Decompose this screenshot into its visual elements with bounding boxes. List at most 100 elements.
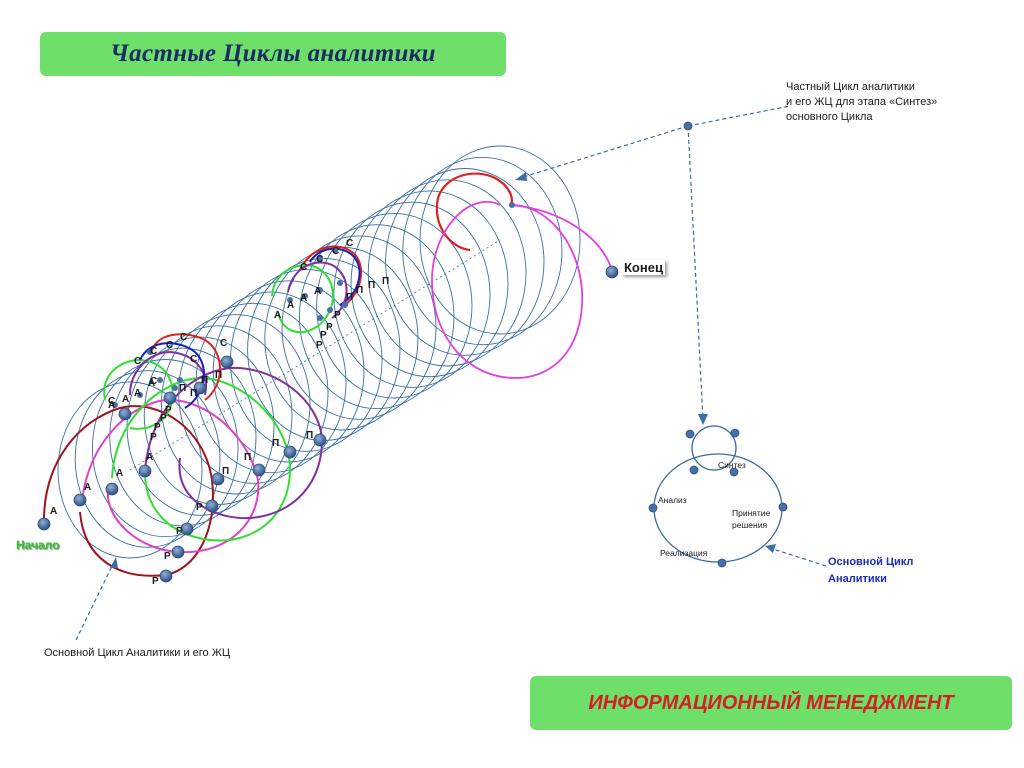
- point-letter-a: А: [146, 452, 154, 463]
- cycle-point: [683, 121, 693, 131]
- cycle-point: [193, 381, 207, 395]
- cycle-point: [118, 407, 132, 421]
- cycle-green-upper: [271, 264, 334, 334]
- cycle-point-small: [337, 280, 343, 286]
- point-letter-a: А: [274, 310, 282, 321]
- helix-coil: [160, 314, 311, 495]
- cycle-point-small: [317, 255, 323, 261]
- cycle-point: [163, 391, 177, 405]
- caption-line-1: Основной Цикл: [828, 556, 914, 568]
- point-letter-s: С: [300, 262, 308, 273]
- stage-decision-2: решения: [732, 520, 768, 530]
- cycle-red-top: [435, 172, 513, 252]
- point-letter-s: С: [108, 396, 116, 407]
- cycle-point-small: [177, 377, 183, 383]
- point-letter-p: П: [382, 276, 390, 287]
- point-letter-a: А: [122, 394, 130, 405]
- cycle-point: [105, 482, 119, 496]
- point-letter-a: А: [50, 506, 58, 517]
- cycle-point-small: [302, 293, 308, 299]
- cycle-point-small: [137, 392, 143, 398]
- cycle-point: [730, 428, 740, 438]
- cycle-point-small: [112, 402, 118, 408]
- cycle-point: [605, 265, 619, 279]
- helix-coil: [57, 381, 203, 559]
- point-letter-a: А: [108, 400, 116, 411]
- point-letter-p: П: [244, 452, 252, 463]
- point-letter-r: Р: [316, 340, 323, 351]
- point-letter-a: А: [134, 388, 142, 399]
- helix-coils: [57, 145, 581, 559]
- point-letter-a: А: [84, 482, 92, 493]
- cycle-point: [648, 503, 658, 513]
- start-label: Начало: [16, 538, 60, 552]
- helix-coil: [247, 257, 401, 442]
- point-letter-r: Р: [326, 322, 333, 333]
- point-letter-p: П: [356, 285, 364, 296]
- cycle-point: [138, 464, 152, 478]
- page-title: Частные Циклы аналитики: [110, 40, 436, 67]
- main-cycle: [653, 425, 783, 563]
- point-letter-s: С: [150, 376, 158, 387]
- cycle-red-mid: [151, 245, 363, 401]
- cycle-point-small: [172, 385, 178, 391]
- point-letter-p: П: [222, 466, 230, 477]
- annotation-line-3: основного Цикла: [786, 111, 873, 123]
- stage-analysis: Анализ: [658, 495, 687, 505]
- cycle-point: [205, 499, 219, 513]
- helix-coil: [419, 145, 581, 335]
- point-letter-s: С: [316, 254, 324, 265]
- point-letter-r: Р: [152, 576, 159, 587]
- point-letter-s: С: [166, 340, 174, 351]
- point-letter-r: Р: [165, 405, 172, 416]
- cycle-magenta-end: [431, 200, 613, 379]
- point-letter-a: А: [300, 293, 308, 304]
- cycle-point-small: [342, 302, 348, 308]
- point-letter-p: П: [368, 280, 376, 291]
- stage-realization: Реализация: [660, 548, 708, 558]
- cycle-point: [171, 545, 185, 559]
- point-letter-r: Р: [334, 310, 341, 321]
- cycle-point-small: [332, 247, 338, 253]
- private-cycle-annotation: Частный Цикл аналитики и его ЖЦ для этап…: [786, 80, 937, 125]
- helix-coil: [385, 168, 545, 356]
- point-letter-r: Р: [164, 551, 171, 562]
- helix-coil: [74, 370, 221, 548]
- cycle-point: [73, 493, 87, 507]
- caption-line-2: Аналитики: [828, 573, 887, 585]
- point-letter-r: Р: [176, 526, 183, 537]
- point-letter-p: П: [179, 383, 187, 394]
- cycle-point: [778, 502, 788, 512]
- helix-coil: [316, 212, 473, 399]
- point-letter-p: П: [306, 430, 314, 441]
- cycle-point: [211, 472, 225, 486]
- point-letter-s: С: [346, 238, 354, 249]
- cycle-points: [37, 121, 788, 583]
- helix-coil: [350, 190, 509, 378]
- cycle-pink: [81, 398, 260, 554]
- cycle-point: [283, 445, 297, 459]
- point-letter-a: А: [314, 286, 322, 297]
- point-letter-p: П: [201, 375, 209, 386]
- main-cycle-caption-left: Основной Цикл Аналитики и его ЖЦ: [44, 647, 231, 659]
- cycle-point: [685, 429, 695, 439]
- point-letter-p: П: [215, 370, 223, 381]
- point-letter-s: С: [180, 332, 188, 343]
- point-letter-p: П: [272, 438, 280, 449]
- point-letter-s: С: [220, 338, 228, 349]
- end-label: Конец: [622, 260, 665, 275]
- point-letter-a: А: [287, 300, 295, 311]
- cycle-point: [180, 522, 194, 536]
- arrow-heads: [110, 172, 776, 568]
- point-letter-a: А: [116, 468, 124, 479]
- cycle-point: [717, 558, 727, 568]
- cycle-point: [159, 569, 173, 583]
- cycle-point-small: [327, 307, 333, 313]
- point-letter-p: П: [190, 388, 198, 399]
- title-banner: Частные Циклы аналитики: [40, 32, 506, 76]
- cycle-point-small: [317, 315, 323, 321]
- point-letter-s: С: [332, 246, 340, 257]
- cycle-point-small: [157, 377, 163, 383]
- cycle-point: [689, 465, 699, 475]
